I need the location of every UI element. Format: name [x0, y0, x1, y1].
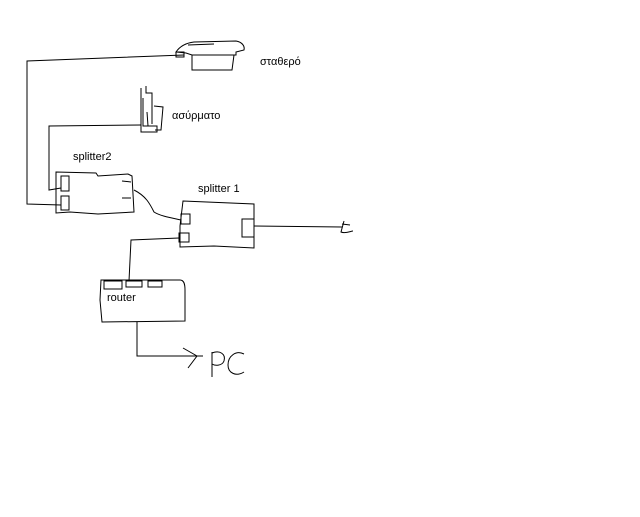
splitter1-label: splitter 1: [198, 183, 240, 195]
splitter2-label: splitter2: [73, 151, 112, 163]
landline-label: σταθερό: [260, 56, 301, 68]
cordless-label: ασύρματο: [172, 110, 221, 122]
connection-lines: [26, 54, 354, 369]
router-device: [99, 279, 186, 323]
router-label: router: [107, 292, 136, 304]
landline-phone-icon: [175, 40, 245, 71]
splitter1-device: [178, 200, 255, 249]
splitter2-device: [55, 171, 135, 215]
cordless-phone-icon: [140, 86, 164, 133]
pc-handwritten-label: [211, 351, 245, 377]
